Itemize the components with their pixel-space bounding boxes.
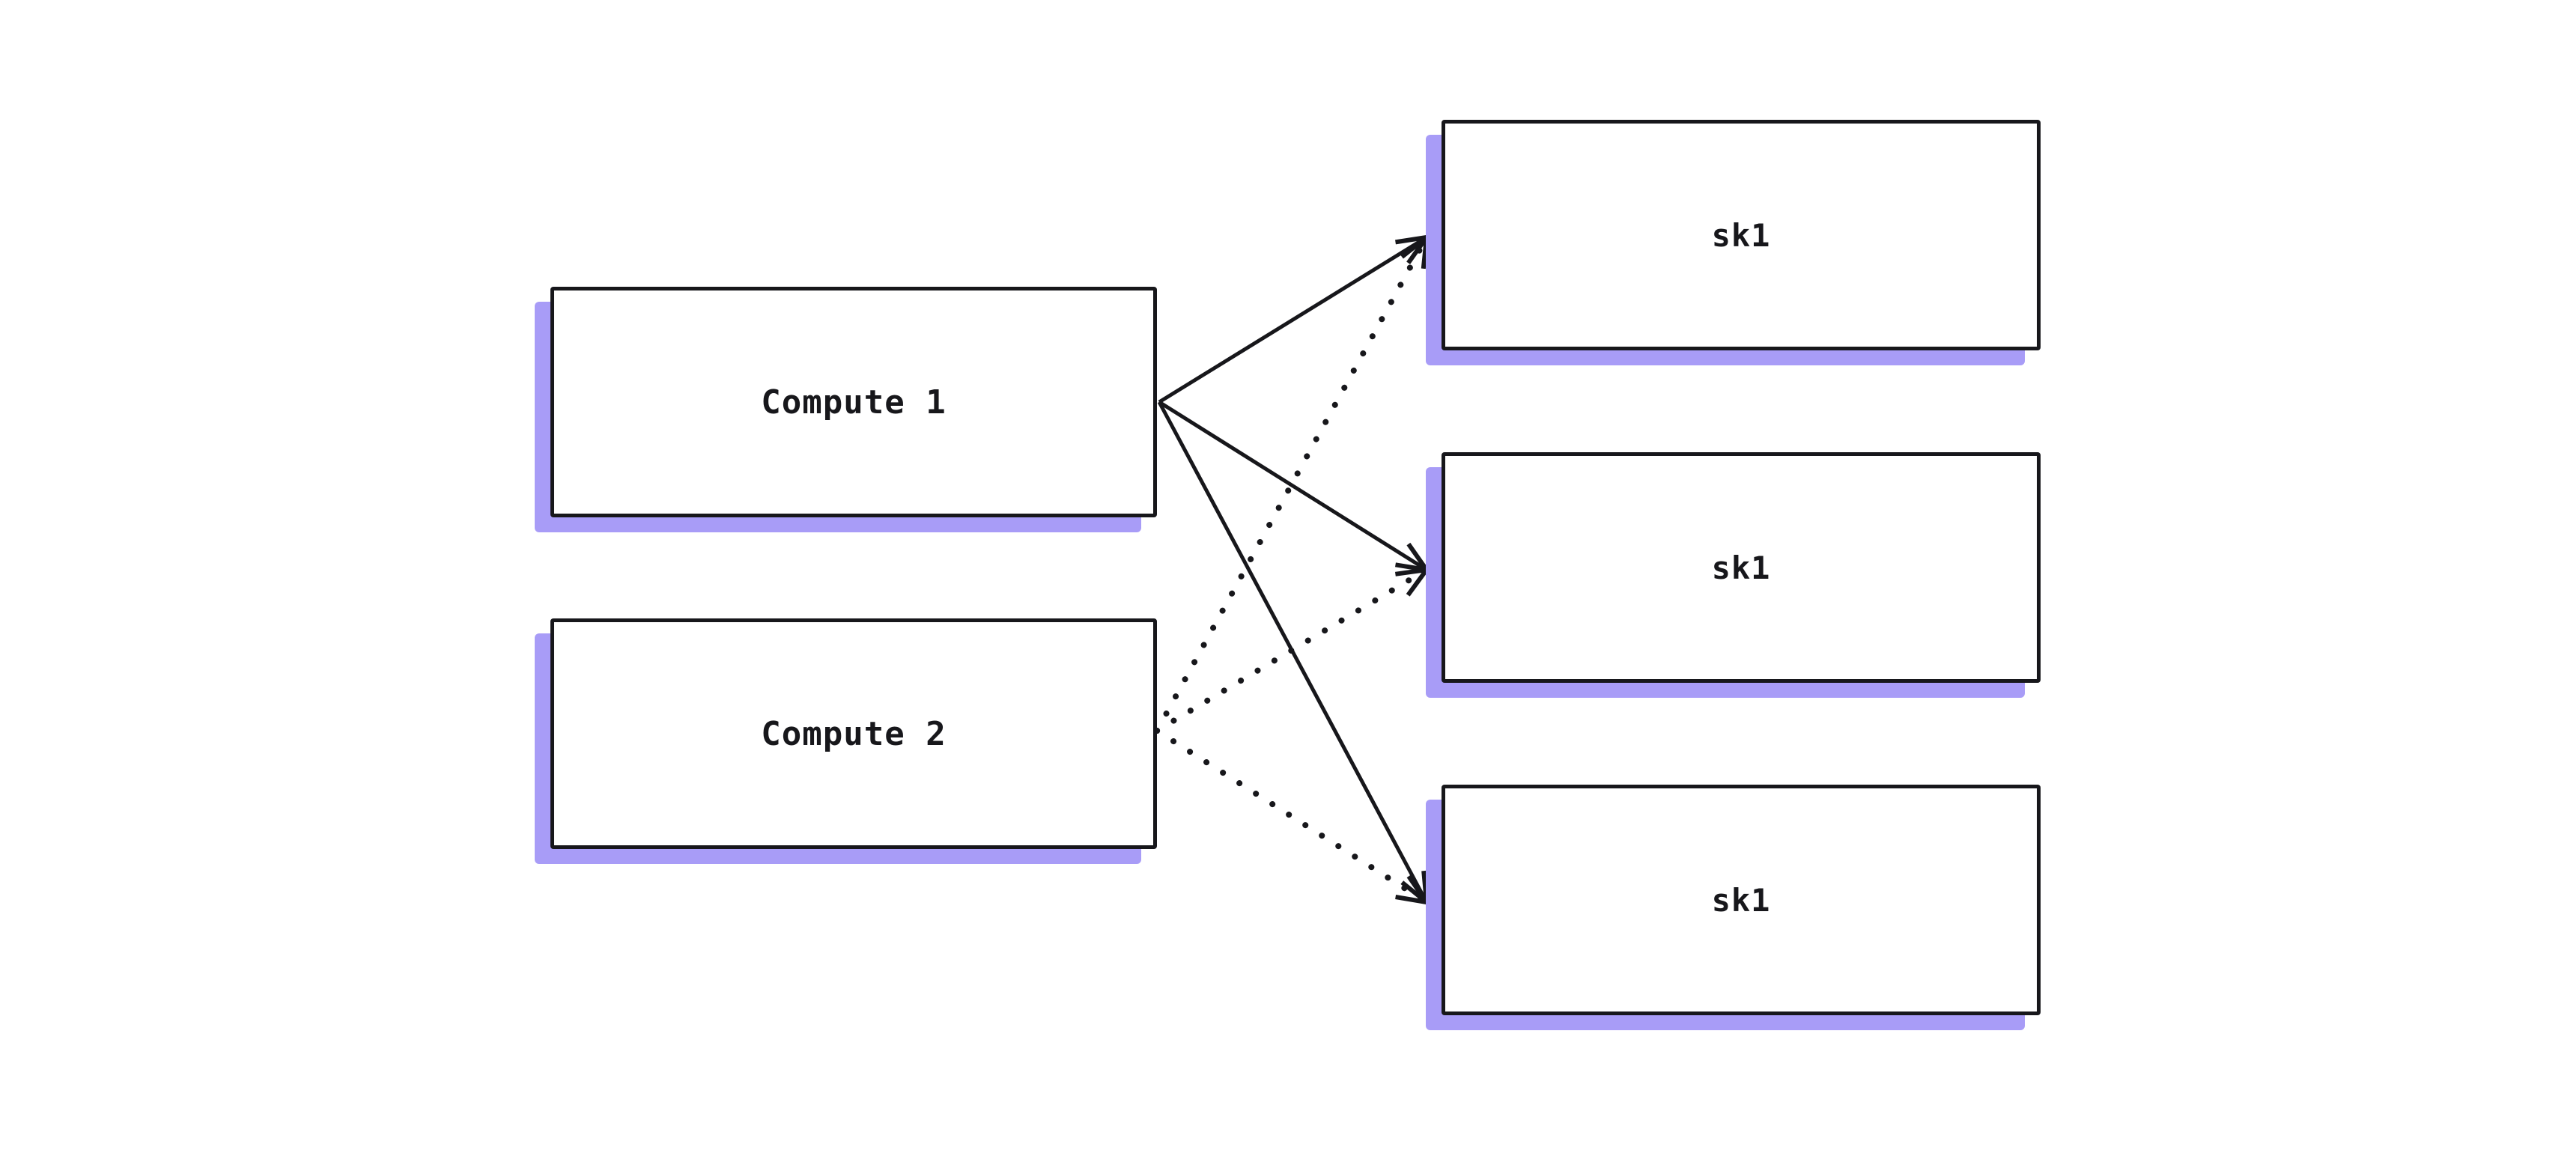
node-body: Compute 1	[550, 287, 1157, 517]
node-sk1-top[interactable]: sk1	[1426, 120, 2041, 365]
node-body: sk1	[1442, 120, 2041, 350]
node-sk1-middle[interactable]: sk1	[1426, 452, 2041, 698]
node-compute-2[interactable]: Compute 2	[535, 618, 1157, 864]
node-label: Compute 1	[761, 383, 947, 422]
node-compute-1[interactable]: Compute 1	[535, 287, 1157, 532]
node-label: Compute 2	[761, 714, 947, 753]
node-body: Compute 2	[550, 618, 1157, 849]
node-label: sk1	[1711, 216, 1771, 254]
node-sk1-bottom[interactable]: sk1	[1426, 785, 2041, 1030]
node-label: sk1	[1711, 881, 1771, 919]
node-body: sk1	[1442, 785, 2041, 1015]
node-body: sk1	[1442, 452, 2041, 683]
node-label: sk1	[1711, 549, 1771, 586]
